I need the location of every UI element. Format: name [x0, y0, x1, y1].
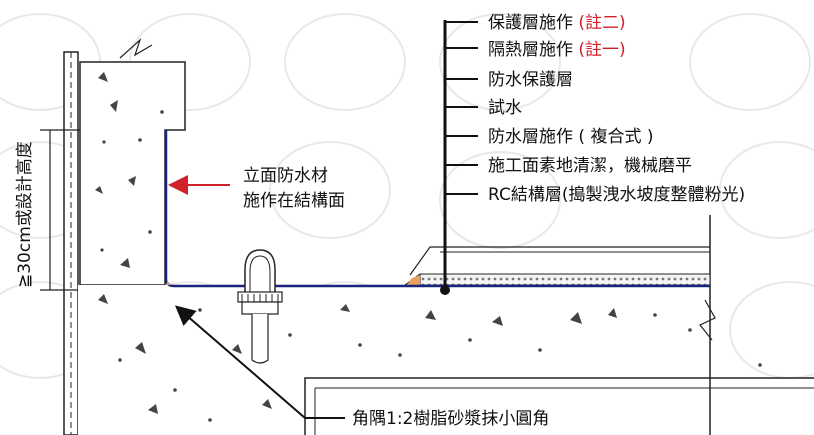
corner-label: 角隅1:2樹脂砂漿抹小圓角 [352, 409, 549, 429]
layer-label-6: 施工面素地清潔，機械磨平 [488, 156, 692, 176]
layer-label-7: RC結構層(搗製洩水坡度整體粉光) [488, 185, 745, 205]
layer-label-1: 保護層施作 (註二) [488, 13, 626, 33]
layer-label-3: 防水保護層 [488, 70, 573, 90]
corner-fillet-near-layers [408, 276, 420, 285]
floor-drain-icon [237, 249, 283, 364]
left-wall [63, 51, 79, 435]
layer-label-5: 防水層施作 ( 複合式 ) [488, 127, 653, 147]
height-label: ≧30cm或設計高度 [15, 141, 35, 288]
upper-wall-block [79, 38, 186, 286]
corner-leader [174, 305, 345, 419]
layer-labels: 保護層施作 (註二) 隔熱層施作 (註一) 防水保護層 試水 防水層施作 ( 複… [488, 13, 745, 205]
layer-label-2: 隔熱層施作 (註一) [488, 40, 626, 60]
floor-layers [403, 246, 711, 286]
wall-label-line1: 立面防水材 [243, 166, 328, 186]
corner-fillet [167, 278, 174, 285]
layer-label-4: 試水 [488, 98, 522, 118]
wall-label-line2: 施作在結構面 [243, 191, 345, 211]
layer-callout-leader [440, 20, 478, 295]
aggregate-texture [95, 72, 762, 422]
